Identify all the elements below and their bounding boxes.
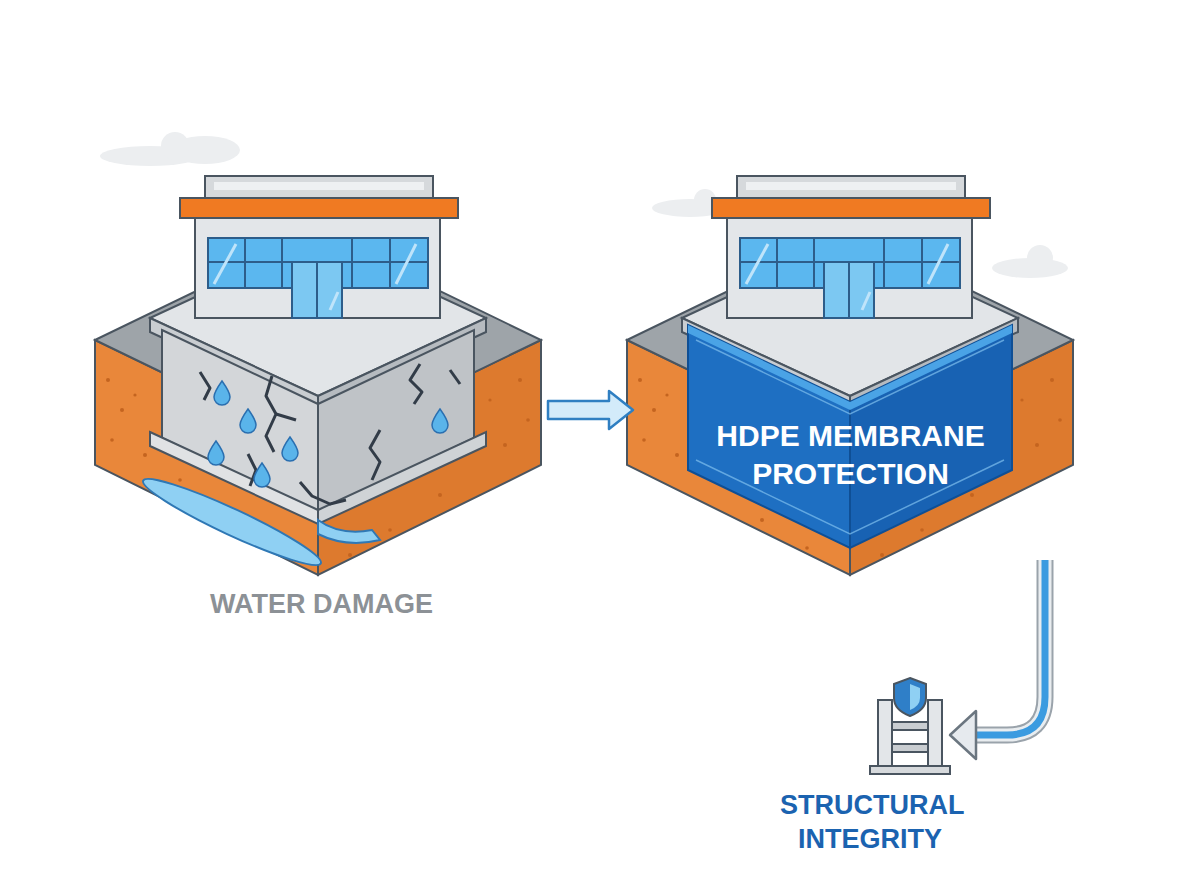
integrity-icon: [870, 678, 950, 774]
flow-arrow: [950, 560, 1045, 759]
arrow-outline: [976, 560, 1045, 735]
water-drops: [208, 381, 448, 487]
building-ground: [95, 176, 541, 575]
arrow-core: [976, 560, 1045, 735]
membrane-panel: HDPE MEMBRANE PROTECTION: [633, 350, 1068, 560]
water-puddle: [138, 469, 327, 575]
water-stream: [318, 520, 380, 543]
membrane-edge: [688, 325, 1012, 410]
node-label: WATER DAMAGE: [210, 588, 433, 620]
flow-arrow: [548, 391, 633, 429]
node-label: HDPE MEMBRANE PROTECTION: [701, 417, 1001, 493]
arrow-head: [950, 711, 976, 759]
footing: [318, 432, 486, 524]
building-ground: [627, 176, 1073, 575]
protected-building: [627, 176, 1073, 575]
arrow-shape: [548, 391, 633, 429]
damage-panel: WATER DAMAGE: [95, 200, 548, 620]
integrity-panel: STRUCTURAL INTEGRITY: [790, 672, 950, 847]
damaged-building: [95, 176, 541, 575]
cracks: [200, 364, 460, 504]
node-label: STRUCTURAL INTEGRITY: [740, 788, 1000, 856]
arrow-band: [976, 560, 1045, 735]
membrane-texture: [696, 340, 1004, 534]
